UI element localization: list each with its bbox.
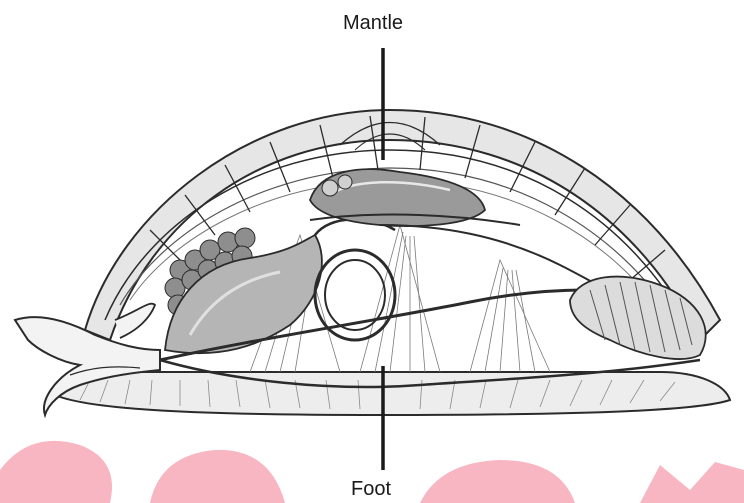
foot-base <box>55 372 730 415</box>
foot-label: Foot <box>351 478 391 501</box>
mantle-label: Mantle <box>343 12 403 35</box>
